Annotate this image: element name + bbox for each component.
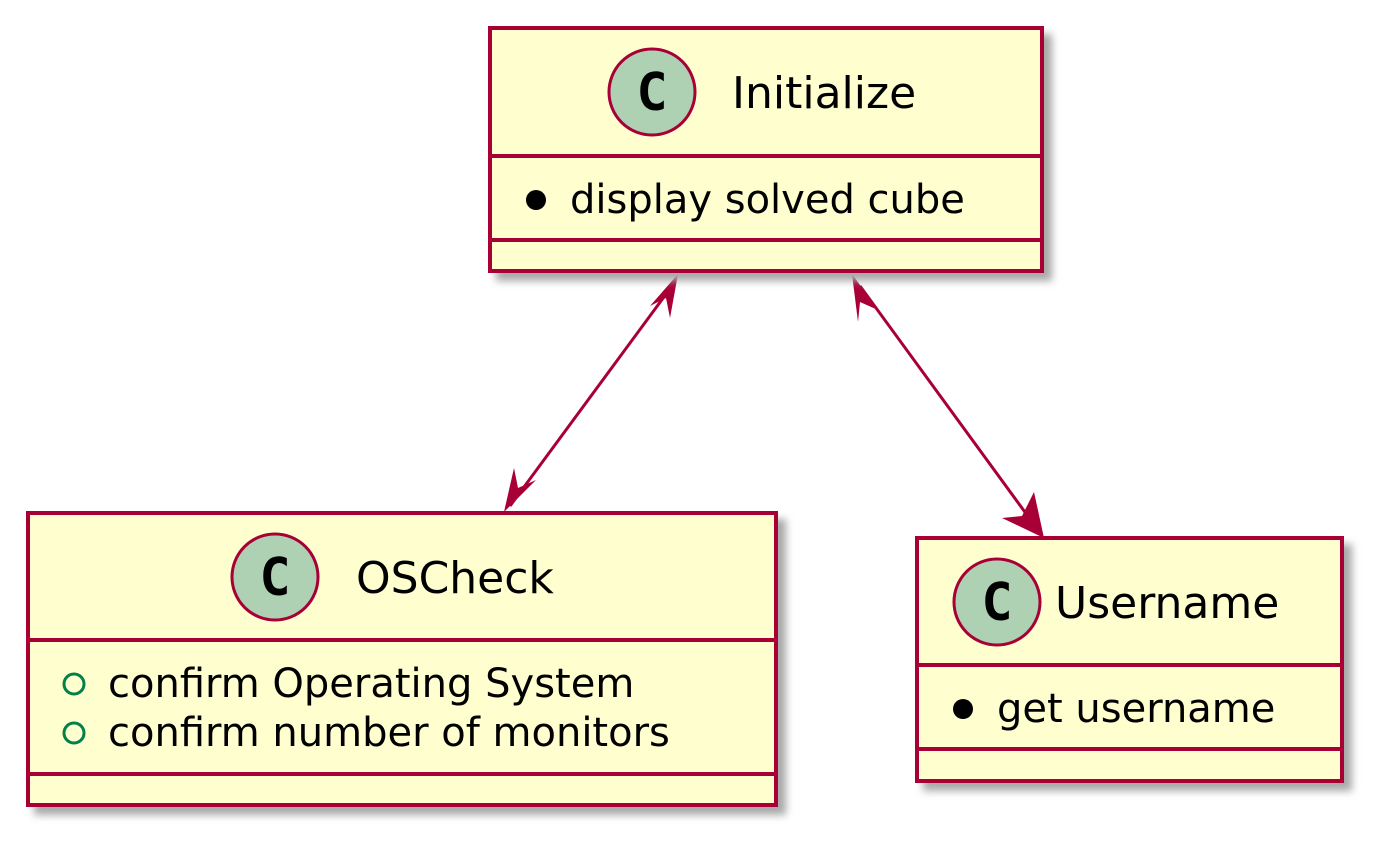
arrowhead-to-oscheck	[504, 468, 536, 512]
class-stereotype-icon	[952, 557, 1042, 647]
class-box	[488, 26, 1044, 273]
class-stereotype-icon	[607, 47, 697, 137]
class-member: display solved cube	[570, 177, 965, 223]
relation-initialize-username	[852, 274, 1044, 538]
class-box	[26, 511, 778, 807]
class-member: confirm Operating System	[108, 661, 634, 707]
class-username[interactable]: C Username get username	[915, 536, 1344, 783]
arrowhead-to-initialize	[852, 274, 878, 322]
class-stereotype-letter: C	[636, 63, 667, 123]
class-name: Initialize	[732, 68, 916, 119]
class-stereotype-icon	[230, 532, 320, 622]
class-member: get username	[997, 686, 1275, 732]
class-name: OSCheck	[356, 553, 554, 604]
arrowhead-to-username	[1002, 492, 1044, 538]
public-marker-icon	[62, 721, 86, 745]
relation-initialize-oscheck	[504, 274, 678, 512]
class-member: confirm number of monitors	[108, 710, 670, 756]
bullet-icon	[526, 190, 546, 210]
arrowhead-to-initialize	[650, 274, 678, 318]
class-stereotype-letter: C	[259, 548, 290, 608]
class-oscheck[interactable]: C OSCheck confirm Operating System confi…	[26, 511, 778, 807]
public-marker-icon	[62, 672, 86, 696]
class-initialize[interactable]: C Initialize display solved cube	[488, 26, 1044, 273]
bullet-icon	[953, 699, 973, 719]
class-stereotype-letter: C	[981, 573, 1012, 633]
class-name: Username	[1055, 578, 1279, 629]
